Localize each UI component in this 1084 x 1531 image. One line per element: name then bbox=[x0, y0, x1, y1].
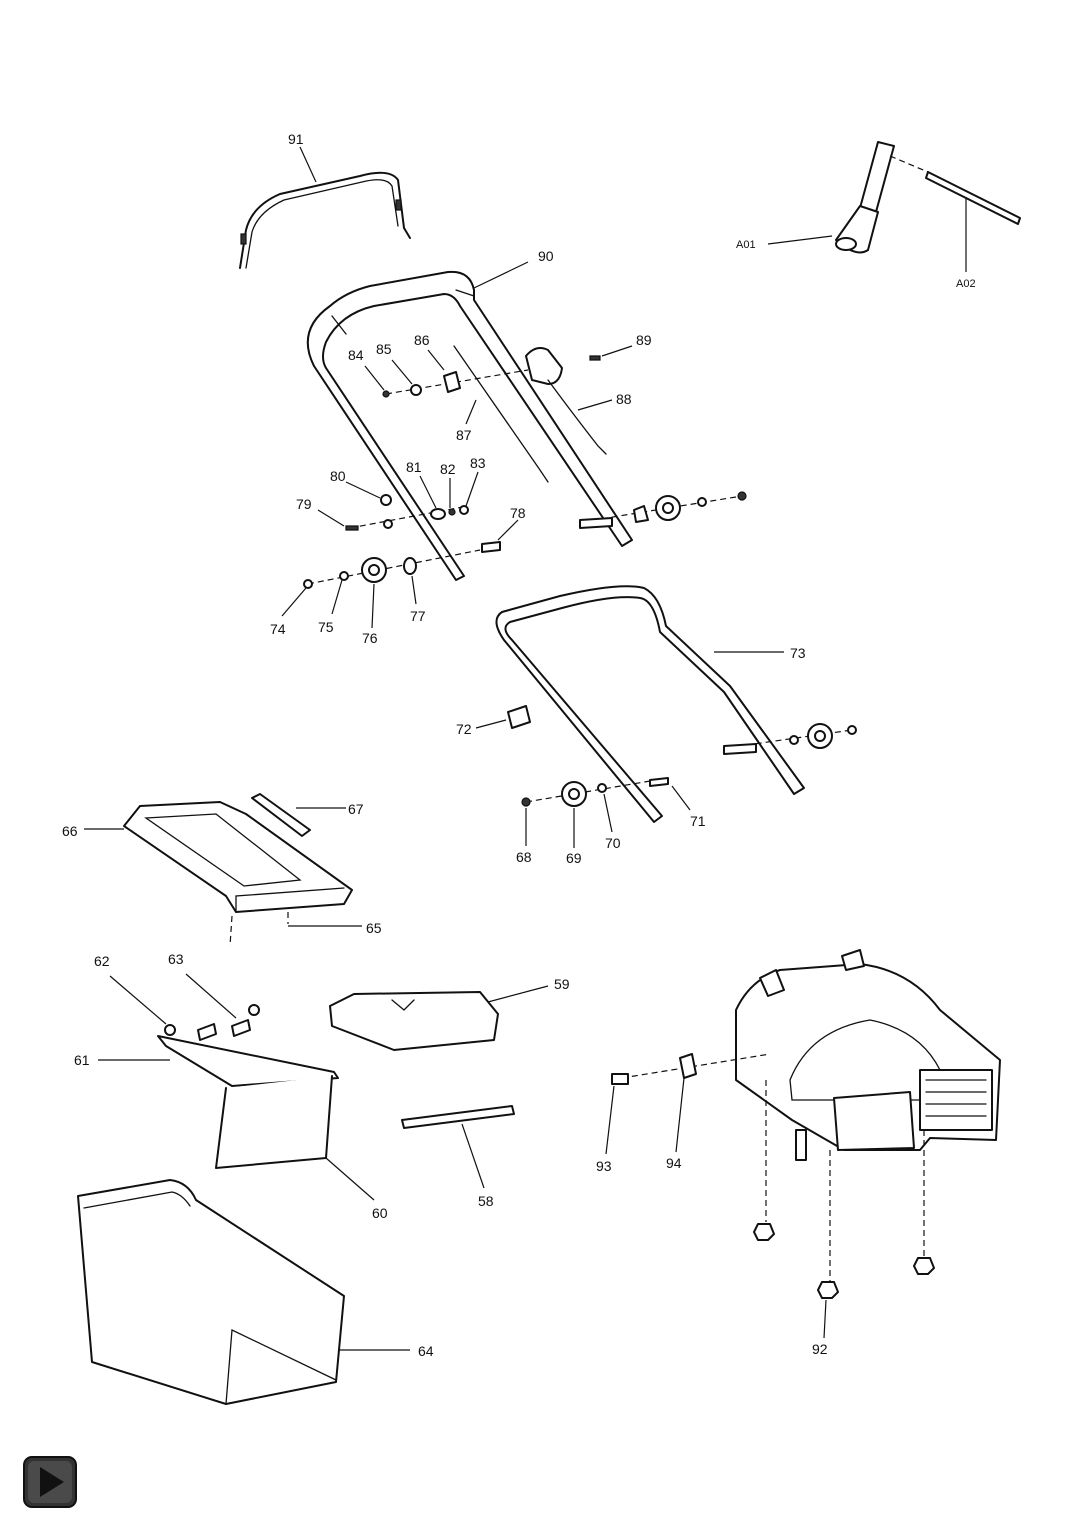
callout-75: 75 bbox=[318, 619, 334, 635]
part-91-bail-bar bbox=[239, 146, 411, 269]
part-59-cover bbox=[329, 985, 549, 1051]
play-icon bbox=[23, 1456, 77, 1508]
callout-61: 61 bbox=[74, 1052, 90, 1068]
callout-93: 93 bbox=[596, 1158, 612, 1174]
part-72-clip bbox=[475, 705, 531, 729]
callout-94: 94 bbox=[666, 1155, 682, 1171]
callout-72: 72 bbox=[456, 721, 472, 737]
callout-70: 70 bbox=[605, 835, 621, 851]
callout-86: 86 bbox=[414, 332, 430, 348]
callout-69: 69 bbox=[566, 850, 582, 866]
callout-67: 67 bbox=[348, 801, 364, 817]
callout-88: 88 bbox=[616, 391, 632, 407]
part-68-71-knob-set bbox=[521, 777, 691, 848]
part-74-77-knob-set bbox=[281, 549, 481, 629]
callout-85: 85 bbox=[376, 341, 392, 357]
callout-79: 79 bbox=[296, 496, 312, 512]
callout-A01: A01 bbox=[736, 239, 756, 251]
part-78-83-fasteners bbox=[317, 471, 519, 553]
callout-71: 71 bbox=[690, 813, 706, 829]
part-64-grass-bag bbox=[77, 1179, 410, 1405]
part-84-87-fasteners bbox=[364, 345, 549, 483]
callout-92: 92 bbox=[812, 1341, 828, 1357]
callout-74: 74 bbox=[270, 621, 286, 637]
part-engine-92-94 bbox=[605, 949, 1001, 1339]
callout-A02: A02 bbox=[956, 278, 976, 290]
callout-62: 62 bbox=[94, 953, 110, 969]
next-page-button[interactable] bbox=[22, 1455, 78, 1509]
part-66-67-bag-top bbox=[84, 793, 362, 947]
callout-90: 90 bbox=[538, 248, 554, 264]
callout-labels: 91 A01 A02 90 89 84 85 86 87 88 80 81 82… bbox=[62, 131, 976, 1359]
callout-87: 87 bbox=[456, 427, 472, 443]
callout-91: 91 bbox=[288, 131, 304, 147]
callout-89: 89 bbox=[636, 332, 652, 348]
callout-66: 66 bbox=[62, 823, 78, 839]
callout-76: 76 bbox=[362, 630, 378, 646]
part-A01-A02-tool bbox=[767, 141, 1021, 272]
callout-59: 59 bbox=[554, 976, 570, 992]
callout-82: 82 bbox=[440, 461, 456, 477]
part-90-upper-handle bbox=[306, 261, 633, 581]
callout-73: 73 bbox=[790, 645, 806, 661]
part-88-89-throttle bbox=[525, 345, 633, 455]
callout-80: 80 bbox=[330, 468, 346, 484]
callout-77: 77 bbox=[410, 608, 426, 624]
part-lower-right-knob-set bbox=[723, 723, 857, 755]
callout-63: 63 bbox=[168, 951, 184, 967]
part-60-63-bag-frame bbox=[98, 973, 375, 1201]
callout-64: 64 bbox=[418, 1343, 434, 1359]
part-upper-right-knob-set bbox=[579, 491, 747, 529]
part-58-bar bbox=[401, 1105, 515, 1189]
callout-78: 78 bbox=[510, 505, 526, 521]
callout-65: 65 bbox=[366, 920, 382, 936]
callout-58: 58 bbox=[478, 1193, 494, 1209]
part-73-lower-handle bbox=[495, 585, 805, 823]
callout-60: 60 bbox=[372, 1205, 388, 1221]
callout-68: 68 bbox=[516, 849, 532, 865]
callout-81: 81 bbox=[406, 459, 422, 475]
callout-84: 84 bbox=[348, 347, 364, 363]
callout-83: 83 bbox=[470, 455, 486, 471]
